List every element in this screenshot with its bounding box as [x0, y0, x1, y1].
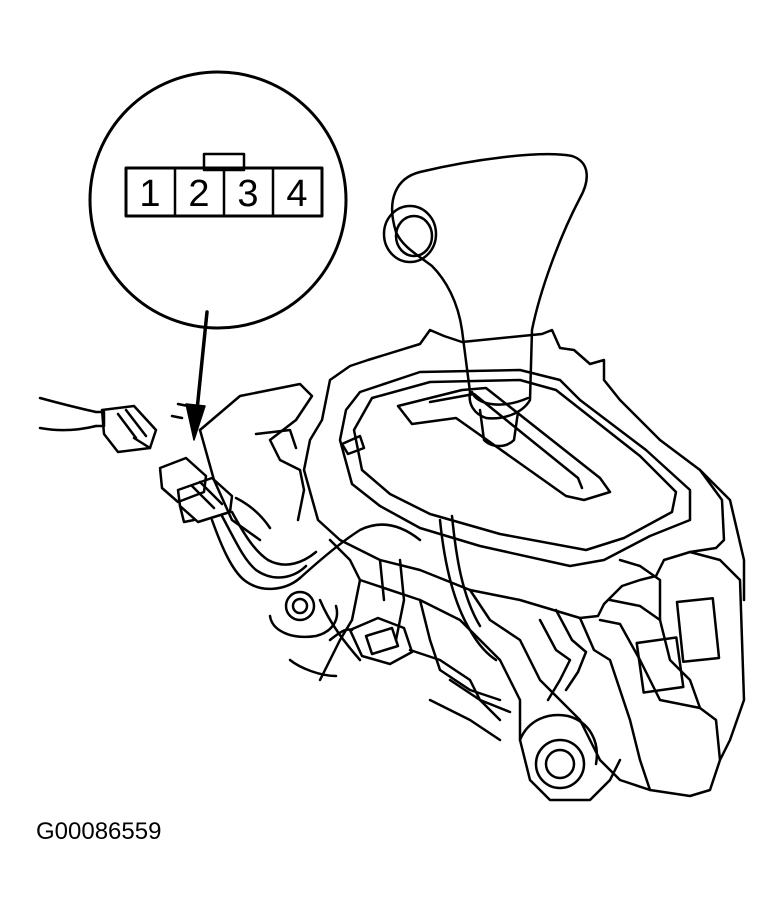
pin-label-4: 4: [286, 173, 307, 215]
pin-label-3: 3: [237, 173, 258, 215]
mounting-hole: [534, 738, 586, 790]
callout-circle: [88, 70, 348, 330]
pin-label-2: 2: [188, 173, 209, 215]
pin-label-1: 1: [139, 173, 160, 215]
wiring-harness: [38, 396, 318, 591]
callout-arrow: [185, 310, 209, 441]
shifter-housing: [170, 328, 746, 802]
figure-id: G00086559: [36, 818, 162, 845]
connector-callout: [88, 70, 348, 330]
